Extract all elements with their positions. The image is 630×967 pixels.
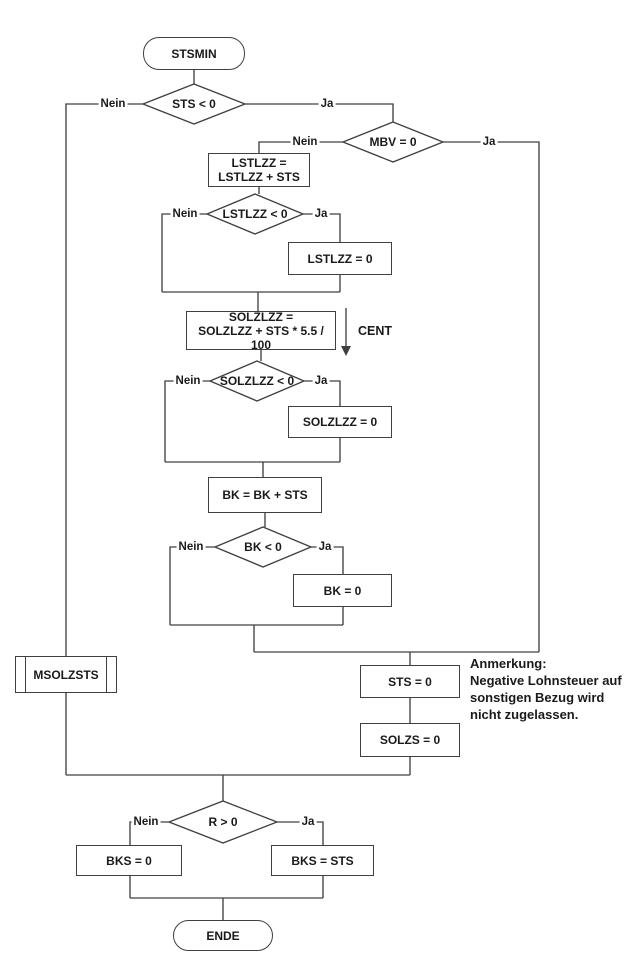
- decision-solzlzz-label: SOLZLZZ < 0: [219, 374, 295, 388]
- decision-lstlzz-shape: [205, 193, 305, 235]
- branch-sts-nein: Nein: [98, 98, 128, 110]
- branch-solzlzz-ja: Ja: [312, 375, 330, 387]
- decision-mbv-label: MBV = 0: [369, 135, 417, 149]
- branch-mbv-ja: Ja: [480, 136, 498, 148]
- branch-r-ja: Ja: [299, 816, 317, 828]
- process-solzlzz-add-line1: SOLZLZZ =: [228, 309, 294, 324]
- process-bk-add: BK = BK + STS: [208, 477, 322, 513]
- decision-bk-shape: [213, 526, 313, 568]
- subroutine-right-bar: [106, 657, 107, 692]
- process-bks-sts: BKS = STS: [271, 845, 374, 876]
- cent-label: CENT: [358, 324, 393, 338]
- edge-r-ja: [277, 821, 324, 845]
- process-bks-sts-label: BKS = STS: [291, 853, 354, 868]
- branch-solzlzz-nein: Nein: [173, 375, 203, 387]
- cent-arrow-head: [341, 346, 351, 356]
- process-bk-zero: BK = 0: [293, 574, 392, 607]
- edge-sts-ja-to-mbv: [245, 103, 394, 122]
- process-bk-add-label: BK = BK + STS: [222, 488, 308, 502]
- process-lstlzz-zero-label: LSTLZZ = 0: [307, 251, 373, 266]
- branch-r-nein: Nein: [131, 816, 161, 828]
- decision-bk-label: BK < 0: [244, 540, 282, 554]
- terminator-start-label: STSMIN: [171, 46, 217, 61]
- annotation-line-2: sonstigen Bezug wird: [470, 690, 605, 705]
- terminator-start: STSMIN: [143, 37, 245, 70]
- subroutine-msolzsts: MSOLZSTS: [15, 656, 117, 693]
- decision-lstlzz-label: LSTLZZ < 0: [222, 207, 288, 221]
- edge-lstlzz-nein: [161, 213, 207, 292]
- process-solzlzz-zero-label: SOLZLZZ = 0: [302, 415, 378, 429]
- edge-solzlzz-nein: [164, 380, 210, 462]
- annotation-line-1: Negative Lohnsteuer auf: [470, 673, 622, 688]
- decision-solzlzz-shape: [208, 360, 306, 402]
- edge-sts-nein-left: [65, 103, 143, 656]
- annotation-heading: Anmerkung:: [470, 656, 547, 671]
- terminator-end-label: ENDE: [206, 928, 240, 943]
- terminator-end: ENDE: [173, 920, 273, 951]
- process-lstlzz-add-line2: LSTLZZ + STS: [218, 170, 300, 184]
- branch-bk-nein: Nein: [176, 541, 206, 553]
- subroutine-msolzsts-label: MSOLZSTS: [33, 667, 99, 682]
- annotation-note: Anmerkung: Negative Lohnsteuer auf sonst…: [470, 655, 630, 723]
- process-bk-zero-label: BK = 0: [323, 583, 362, 598]
- process-lstlzz-add: LSTLZZ = LSTLZZ + STS: [208, 153, 310, 187]
- decision-r-shape: [167, 800, 279, 844]
- edge-bk-nein: [169, 546, 215, 625]
- process-lstlzz-zero: LSTLZZ = 0: [288, 242, 392, 275]
- decision-sts-shape: [141, 83, 247, 125]
- branch-sts-ja: Ja: [318, 98, 336, 110]
- process-solzlzz-add-line2: SOLZLZZ + STS * 5.5 / 100: [198, 323, 324, 352]
- process-solzs-zero-label: SOLZS = 0: [379, 733, 441, 747]
- annotation-line-3: nicht zugelassen.: [470, 707, 579, 722]
- branch-lstlzz-ja: Ja: [312, 208, 330, 220]
- decision-sts-label: STS < 0: [172, 97, 216, 111]
- branch-lstlzz-nein: Nein: [170, 208, 200, 220]
- process-bks-zero-label: BKS = 0: [106, 853, 152, 868]
- process-bks-zero: BKS = 0: [76, 845, 182, 876]
- process-lstlzz-add-line1: LSTLZZ =: [231, 156, 287, 170]
- branch-mbv-nein: Nein: [290, 136, 320, 148]
- subroutine-left-bar: [25, 657, 26, 692]
- process-solzlzz-add: SOLZLZZ = SOLZLZZ + STS * 5.5 / 100: [186, 309, 336, 352]
- process-solzs-zero: SOLZS = 0: [360, 723, 460, 757]
- decision-mbv-shape: [341, 121, 445, 163]
- edge-mbv-ja-right: [443, 141, 540, 652]
- branch-bk-ja: Ja: [316, 541, 334, 553]
- process-solzlzz-zero: SOLZLZZ = 0: [288, 406, 392, 438]
- process-sts-zero-label: STS = 0: [388, 674, 432, 689]
- process-sts-zero: STS = 0: [360, 665, 460, 698]
- decision-r-label: R > 0: [208, 815, 238, 829]
